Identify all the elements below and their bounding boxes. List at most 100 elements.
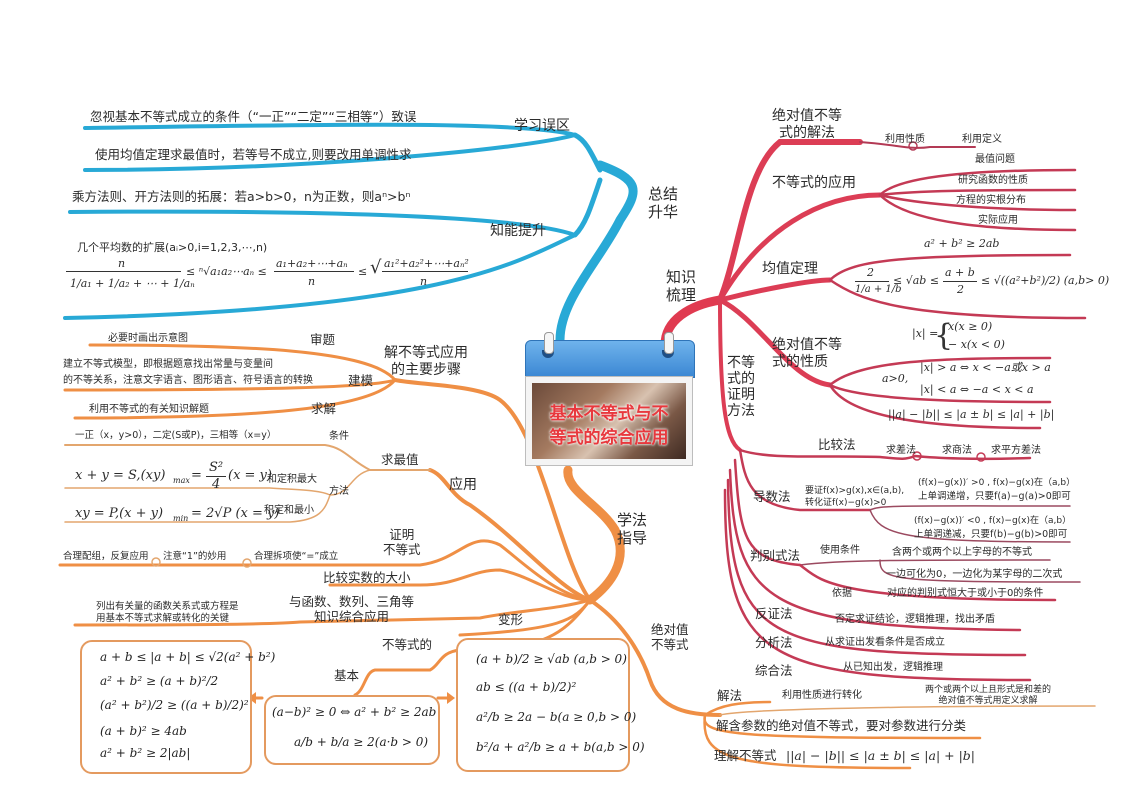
extremum-cond-label: 条件	[329, 431, 349, 442]
synthesis-method-label: 综合法	[755, 663, 793, 678]
method-label-line2: 指导	[617, 529, 648, 547]
mean-theorem-label: 均值定理	[762, 261, 818, 277]
derivative-cond-1: 要证f(x)>g(x),x∈(a,b),	[805, 486, 905, 496]
proof-label-line4: 方法	[727, 403, 755, 420]
max-sub: max	[173, 476, 190, 485]
step-solve-label: 求解	[311, 401, 337, 416]
discriminant-use-cond-label: 使用条件	[820, 545, 860, 556]
compare-method-label: 比较法	[818, 437, 856, 452]
abs-param-item: 解含参数的绝对值不等式，要对参数进行分类	[716, 718, 967, 733]
compare-quotient: 求商法	[942, 445, 972, 456]
prove-label-line2: 不等式	[383, 542, 421, 557]
extremum-max-formula: x + y = S,(xy) max = S² 4 (x = y)	[75, 460, 275, 492]
prove-label-line1: 证明	[389, 527, 415, 542]
abs-solve-line2: 式的解法	[779, 124, 835, 141]
method-label-line1: 学法	[617, 511, 648, 529]
basic-label: 基本	[334, 668, 360, 683]
qm-denominator: n	[420, 275, 428, 288]
calendar-hole-right	[662, 350, 674, 358]
basic-ineq-formula-2: a/b + b/a ≥ 2(a·b > 0)	[294, 735, 429, 749]
branch-knowledge-label: 知识 梳理	[666, 268, 696, 304]
synthesis-method-desc: 从已知出发，逻辑推理	[843, 662, 943, 673]
gm-term: ≤ ⁿ√a₁a₂⋯aₙ ≤	[186, 265, 267, 278]
step-review-desc: 必要时画出示意图	[108, 333, 188, 344]
discriminant-use-item-1: 含两个或两个以上字母的不等式	[892, 547, 1032, 558]
max-lhs: x + y = S,(xy)	[75, 468, 166, 483]
prove-item-split: 合理拆项使“=”成立	[254, 551, 339, 562]
branch-method-label: 学法 指导	[617, 511, 647, 547]
abs-solve-line1: 绝对值不等	[772, 108, 842, 124]
abs-solve-by-definition: 利用定义	[962, 134, 1002, 145]
abs-prop-3: ||a| − |b|| ≤ |a ± b| ≤ |a| + |b|	[888, 408, 1055, 421]
central-title-line1: 基本不等式与不	[549, 404, 669, 424]
brace-icon: {	[934, 318, 954, 353]
basic-ineq-variants-box: a + b ≤ |a + b| ≤ √2(a² + b²) a² + b² ≥ …	[80, 640, 275, 774]
compare-difference: 求差法	[886, 445, 916, 456]
qm2-term: ≤ √((a²+b²)/2) (a,b> 0)	[981, 274, 1110, 287]
abs-solve-method-property: 利用性质进行转化	[782, 690, 862, 701]
abs-def-case2: − x(x < 0)	[948, 338, 1005, 351]
transform-formula-2: ab ≤ ((a + b)/2)²	[476, 680, 577, 694]
central-topic-card: 基本不等式与不 等式的综合应用	[525, 332, 695, 466]
understand-label: 理解不等式	[714, 748, 777, 763]
calendar-ring-left-icon	[544, 332, 554, 354]
hm2-numerator: 2	[867, 266, 874, 279]
combined-desc-2: 用基本不等式求解或转化的关键	[96, 613, 230, 624]
hm-numerator: n	[118, 257, 126, 270]
step-model-label: 建模	[348, 373, 374, 388]
enhance-item-means-title: 几个平均数的扩展(aᵢ>0,i=1,2,3,⋯,n)	[77, 241, 268, 254]
extremum-max-label: 和定积最大	[267, 474, 317, 485]
compare-square-difference: 求平方差法	[991, 445, 1041, 456]
abs-def-line1: 两个或两个以上且形式是和差的	[925, 685, 1052, 695]
max-den: 4	[212, 477, 221, 492]
proof-label-line3: 证明	[727, 387, 755, 404]
branch-summary-label: 总结 升华	[648, 185, 678, 221]
abs-def-case1: x(x ≥ 0)	[948, 320, 993, 333]
abs-props-line1: 绝对值不等	[772, 337, 842, 353]
abs-cond: a>0,	[882, 372, 909, 385]
derivative-case1-line1: (f(x)−g(x))′ >0 , f(x)−g(x)在（a,b）	[918, 478, 1076, 488]
am2-numerator: a + b	[945, 266, 975, 279]
discriminant-use-item-2: 一边可化为0，一边化为某字母的二次式	[886, 569, 1063, 580]
analysis-method-desc: 从求证出发看条件是否成立	[825, 637, 945, 648]
min-lhs: xy = P,(x + y)	[75, 506, 164, 521]
summary-label-line2: 升华	[648, 203, 679, 221]
step-model-desc-2: 的不等关系，注意文字语言、图形语言、符号语言的转换	[63, 375, 313, 386]
ineq-app-label: 不等式的应用	[772, 175, 856, 191]
hm2-bar	[855, 281, 889, 282]
steps-label: 解不等式应用 的主要步骤	[384, 345, 468, 379]
am2-bar	[943, 281, 977, 282]
derivative-case1-line2: 上单调递增，只要f(a)−g(a)>0即可	[918, 491, 1071, 502]
abs-solve-label: 绝对值不等 式的解法	[772, 108, 842, 142]
abs-def-line2: 绝对值不等式用定义求解	[938, 695, 1038, 706]
step-solve-desc: 利用不等式的有关知识解题	[89, 404, 209, 415]
understand-formula: ||a| − |b|| ≤ |a ± b| ≤ |a| + |b|	[786, 748, 976, 763]
abs-prop-2: |x| < a ⇔ −a < x < a	[920, 383, 1034, 396]
combined-line1: 与函数、数列、三角等	[289, 594, 415, 609]
enhance-item-power-rule: 乘方法则、开方法则的拓展：若a>b>0，n为正数，则aⁿ>bⁿ	[72, 189, 411, 204]
qm-fraction-bar	[382, 271, 468, 272]
summary-label-line1: 总结	[648, 185, 679, 203]
sqrt-sign: √	[370, 257, 382, 278]
pitfalls-label: 学习误区	[514, 118, 570, 134]
mean-formula-2: 2 1/a + 1/b ≤ √ab ≤ a + b 2 ≤ √((a²+b²)/…	[855, 266, 1109, 316]
analysis-method-label: 分析法	[755, 635, 793, 650]
transform-formula-1: (a + b)/2 ≥ √ab (a,b > 0)	[476, 652, 627, 666]
knowledge-label-line1: 知识	[666, 268, 697, 286]
mean-formula-1: a² + b² ≥ 2ab	[924, 237, 1000, 250]
hm-denominator: 1/a₁ + 1/a₂ + ⋯ + 1/aₙ	[70, 277, 195, 290]
transform-formula-3: a²/b ≥ 2a − b(a ≥ 0,b > 0)	[476, 710, 637, 724]
step-model-desc-1: 建立不等式模型，即根据题意找出常量与变量间	[63, 359, 273, 370]
calendar-ring-right-icon	[664, 332, 674, 354]
basic-ineq-formula-1: (a−b)² ≥ 0 ⇔ a² + b² ≥ 2ab	[272, 705, 437, 719]
variant-formula-5: a² + b² ≥ 2|ab|	[100, 746, 191, 760]
am2-denominator: 2	[957, 283, 964, 296]
prove-item-one: 注意“1”的妙用	[163, 551, 227, 562]
pitfall-item-2: 使用均值定理求最值时，若等号不成立,则要改用单调性求	[95, 147, 412, 162]
discriminant-basis-item: 对应的判别式恒大于或小于0的条件	[887, 588, 1044, 599]
abs-props-line2: 式的性质	[772, 353, 828, 370]
steps-label-line1: 解不等式应用	[384, 345, 468, 361]
abs-solve-method-label: 解法	[717, 688, 743, 703]
discriminant-basis-label: 依据	[832, 588, 852, 599]
combined-app-label: 与函数、数列、三角等 知识综合应用	[289, 594, 414, 624]
